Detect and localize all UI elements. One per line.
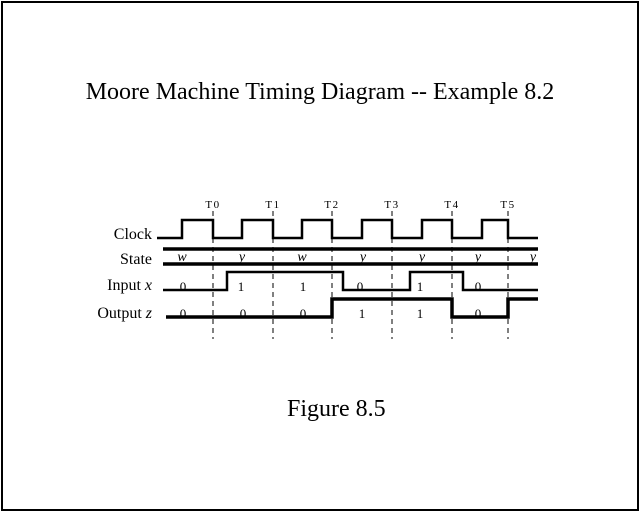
- input-x-value: 1: [417, 279, 424, 294]
- state-letter: y: [237, 250, 246, 265]
- state-letter: y: [528, 250, 537, 265]
- row-label-input-x: Input x: [107, 277, 152, 294]
- input-x-value: 1: [238, 279, 245, 294]
- row-label-clock: Clock: [114, 226, 152, 243]
- input-x-value: 0: [357, 279, 364, 294]
- t-marker-label: T5: [500, 199, 515, 211]
- t-marker-label: T1: [265, 199, 280, 211]
- state-letter: y: [473, 250, 482, 265]
- output-z-value: 0: [240, 306, 247, 321]
- state-letter: w: [177, 250, 187, 265]
- input-x-waveform: [163, 270, 538, 292]
- state-letter: w: [297, 250, 307, 265]
- output-z-value: 1: [417, 306, 424, 321]
- output-z-value: 0: [300, 306, 307, 321]
- clock-waveform: [157, 218, 538, 240]
- row-label-output-z: Output z: [97, 305, 152, 322]
- t-marker-label: T3: [384, 199, 399, 211]
- output-z-value: 0: [475, 306, 482, 321]
- output-z-value: 1: [359, 306, 366, 321]
- input-x-value: 0: [475, 279, 482, 294]
- output-z-value: 0: [180, 306, 187, 321]
- figure-caption: Figure 8.5: [287, 396, 386, 422]
- output-z-waveform: [166, 297, 538, 319]
- t-marker-label: T2: [324, 199, 339, 211]
- input-x-value: 0: [180, 279, 187, 294]
- input-x-value: 1: [300, 279, 307, 294]
- slide-title: Moore Machine Timing Diagram -- Example …: [85, 79, 555, 105]
- state-letter: y: [358, 250, 367, 265]
- t-marker-label: T4: [444, 199, 459, 211]
- t-marker-label: T0: [205, 199, 220, 211]
- row-label-state: State: [120, 251, 152, 268]
- state-letter: y: [417, 250, 426, 265]
